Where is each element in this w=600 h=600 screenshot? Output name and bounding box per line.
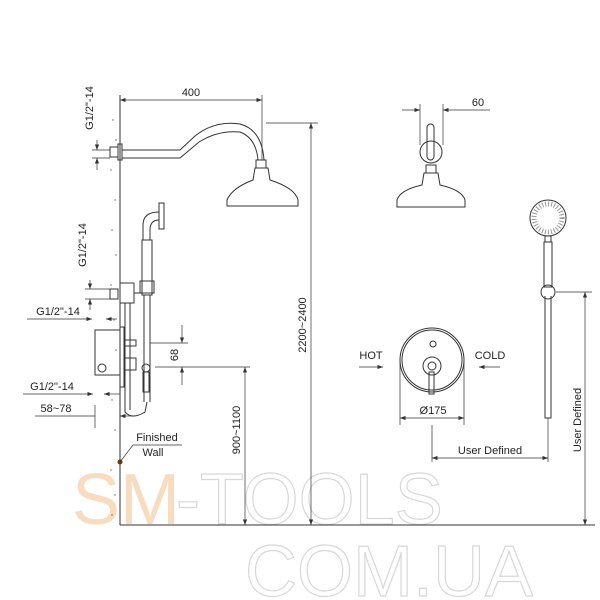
watermark-sm: SM: [72, 460, 180, 540]
dim-outlet-offset: 68: [169, 349, 181, 361]
finished-wall-label: Finished: [136, 432, 178, 444]
cold-label: COLD: [475, 350, 506, 362]
dim-valve-height: 900~1100: [231, 406, 243, 454]
side-hand-shower: [94, 202, 165, 417]
side-dimensions: 400 2200~2400 900~1100 68 G1/2"-14 G1/2"…: [23, 86, 318, 525]
hot-label: HOT: [359, 350, 383, 362]
watermark-tools: -TOOLS: [176, 460, 443, 540]
front-shower-head: 60: [396, 97, 490, 208]
thread-label-middle: G1/2"-14: [77, 223, 89, 267]
dim-head-width: 60: [472, 97, 484, 109]
thread-label-left-lower: G1/2"-14: [30, 381, 74, 393]
side-shower-arm: [109, 122, 299, 207]
front-hand-shower: User Defined User Defined: [431, 199, 592, 525]
wall: [110, 95, 595, 526]
watermark-domain: COM.UA: [245, 532, 533, 600]
thread-label-top: G1/2"-14: [84, 86, 96, 130]
front-valve-plate: HOT COLD Ø175: [359, 327, 506, 425]
user-defined-vertical: User Defined: [572, 388, 584, 452]
watermark: SM -TOOLS COM.UA: [72, 459, 534, 600]
finished-wall-label-2: Wall: [143, 447, 164, 459]
dim-arm-length: 400: [182, 87, 200, 99]
user-defined-horizontal: User Defined: [458, 445, 522, 457]
dim-depth: 58~78: [41, 403, 72, 415]
dim-total-height: 2200~2400: [297, 297, 309, 352]
thread-label-left-upper: G1/2"-14: [36, 306, 80, 318]
dim-plate-diameter: Ø175: [420, 405, 447, 417]
